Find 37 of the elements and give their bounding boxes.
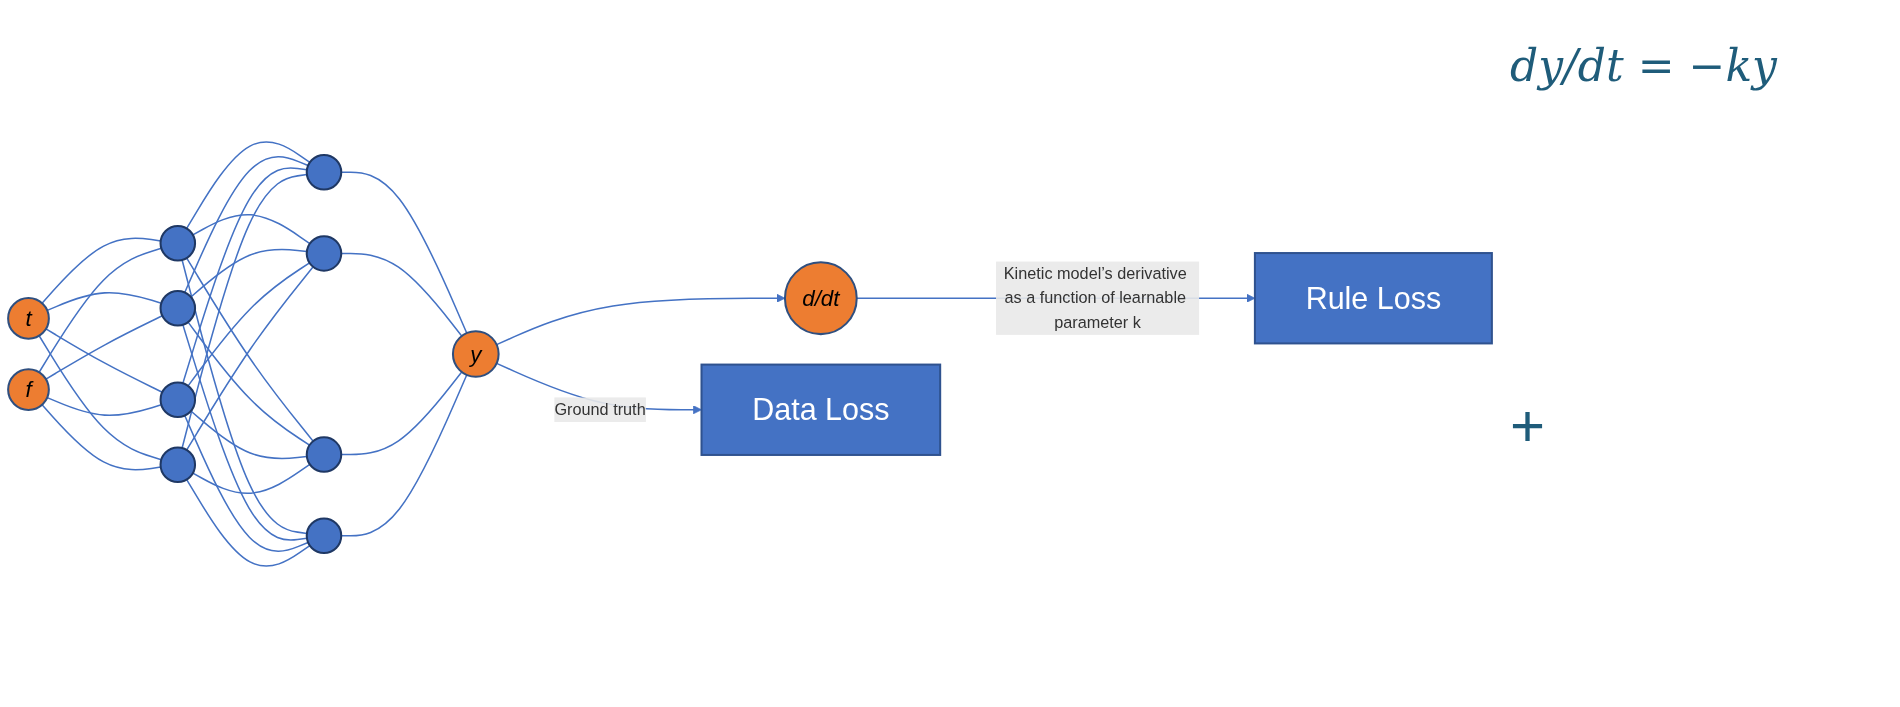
node-circle [159,224,197,262]
node-circle [159,445,197,483]
connector [192,463,311,494]
connector [192,213,311,244]
node-circle [305,435,343,473]
connector [38,334,163,460]
connector [38,247,163,373]
connector [340,170,468,334]
node-circle [159,380,197,418]
connector [45,314,164,380]
node-circle: d/dt [783,260,858,335]
connector [182,323,308,541]
node-circle [305,517,343,554]
connector [184,414,309,552]
node-circle: f [7,367,50,411]
connector [185,478,311,567]
connector [184,155,309,293]
node-circle: t [7,296,50,340]
connector [340,252,463,337]
connector [340,373,468,537]
equation-text: dy/dt = −ky [1510,40,1777,91]
connector [41,403,162,470]
edge-label: Ground truth [554,400,646,418]
node-box: Data Loss [700,363,942,456]
node-circle [305,153,343,190]
edge-label: Kinetic model’s derivative as a function of learnable parameter k [1003,264,1187,331]
connector [187,320,311,446]
node-circle [305,234,343,272]
node-circle [159,289,197,327]
plus-sign: + [1510,391,1546,460]
node-circle: y [451,329,500,378]
connector [185,140,311,229]
connector [46,396,163,416]
connector [187,261,311,387]
connector [340,370,463,455]
arrow [495,293,786,345]
node-box: Rule Loss [1253,251,1493,344]
